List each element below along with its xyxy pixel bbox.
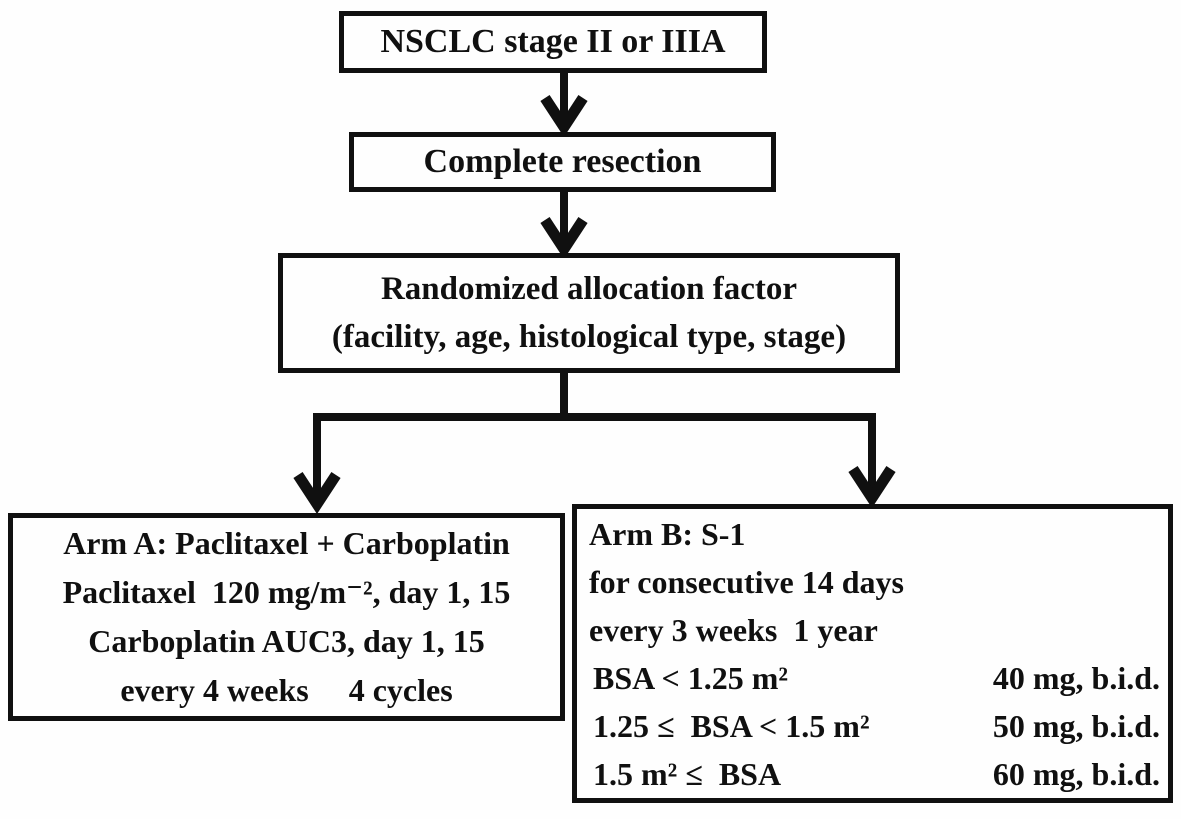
dosing-dose: 50 mg, b.i.d. — [992, 707, 1160, 744]
arm-a-schedule-line: every 4 weeks 4 cycles — [120, 672, 453, 708]
node-randomization: Randomized allocation factor (facility, … — [278, 253, 900, 373]
dosing-condition: BSA < 1.25 m² — [593, 659, 788, 696]
dosing-row: BSA < 1.25 m² 40 mg, b.i.d. — [577, 654, 1168, 702]
arm-a-dose-line: Paclitaxel 120 mg/m⁻², day 1, 15 — [62, 574, 511, 610]
dosing-row: 1.5 m² ≤ BSA 60 mg, b.i.d. — [577, 750, 1168, 798]
arm-b-schedule-line: every 3 weeks 1 year — [589, 611, 878, 648]
flow-arrowhead-right-icon — [848, 465, 896, 509]
node-arm-a: Arm A: Paclitaxel + Carboplatin Paclitax… — [8, 513, 565, 721]
node-stage: NSCLC stage II or IIIA — [339, 11, 767, 73]
node-arm-b: Arm B: S-1 for consecutive 14 days every… — [572, 504, 1173, 803]
arm-a-dose-line: Carboplatin AUC3, day 1, 15 — [88, 623, 485, 659]
flow-arrowhead-left-icon — [293, 471, 341, 513]
node-resection-label: Complete resection — [423, 143, 702, 180]
randomization-line2: (facility, age, histological type, stage… — [331, 319, 847, 355]
arm-b-schedule-line: for consecutive 14 days — [589, 563, 904, 600]
branch-connector — [293, 373, 896, 513]
node-resection: Complete resection — [349, 132, 776, 192]
randomization-line1: Randomized allocation factor — [380, 271, 798, 307]
dosing-condition: 1.5 m² ≤ BSA — [593, 755, 782, 792]
arm-b-title: Arm B: S-1 — [589, 515, 746, 552]
dosing-row: 1.25 ≤ BSA < 1.5 m² 50 mg, b.i.d. — [577, 702, 1168, 750]
dosing-dose: 40 mg, b.i.d. — [992, 659, 1160, 696]
flow-arrow-down-icon — [540, 72, 588, 132]
dosing-dose: 60 mg, b.i.d. — [992, 755, 1160, 792]
dosing-condition: 1.25 ≤ BSA < 1.5 m² — [593, 707, 870, 744]
flow-arrow-down-icon — [540, 192, 588, 254]
arm-a-title: Arm A: Paclitaxel + Carboplatin — [63, 525, 510, 561]
node-stage-label: NSCLC stage II or IIIA — [380, 23, 726, 60]
